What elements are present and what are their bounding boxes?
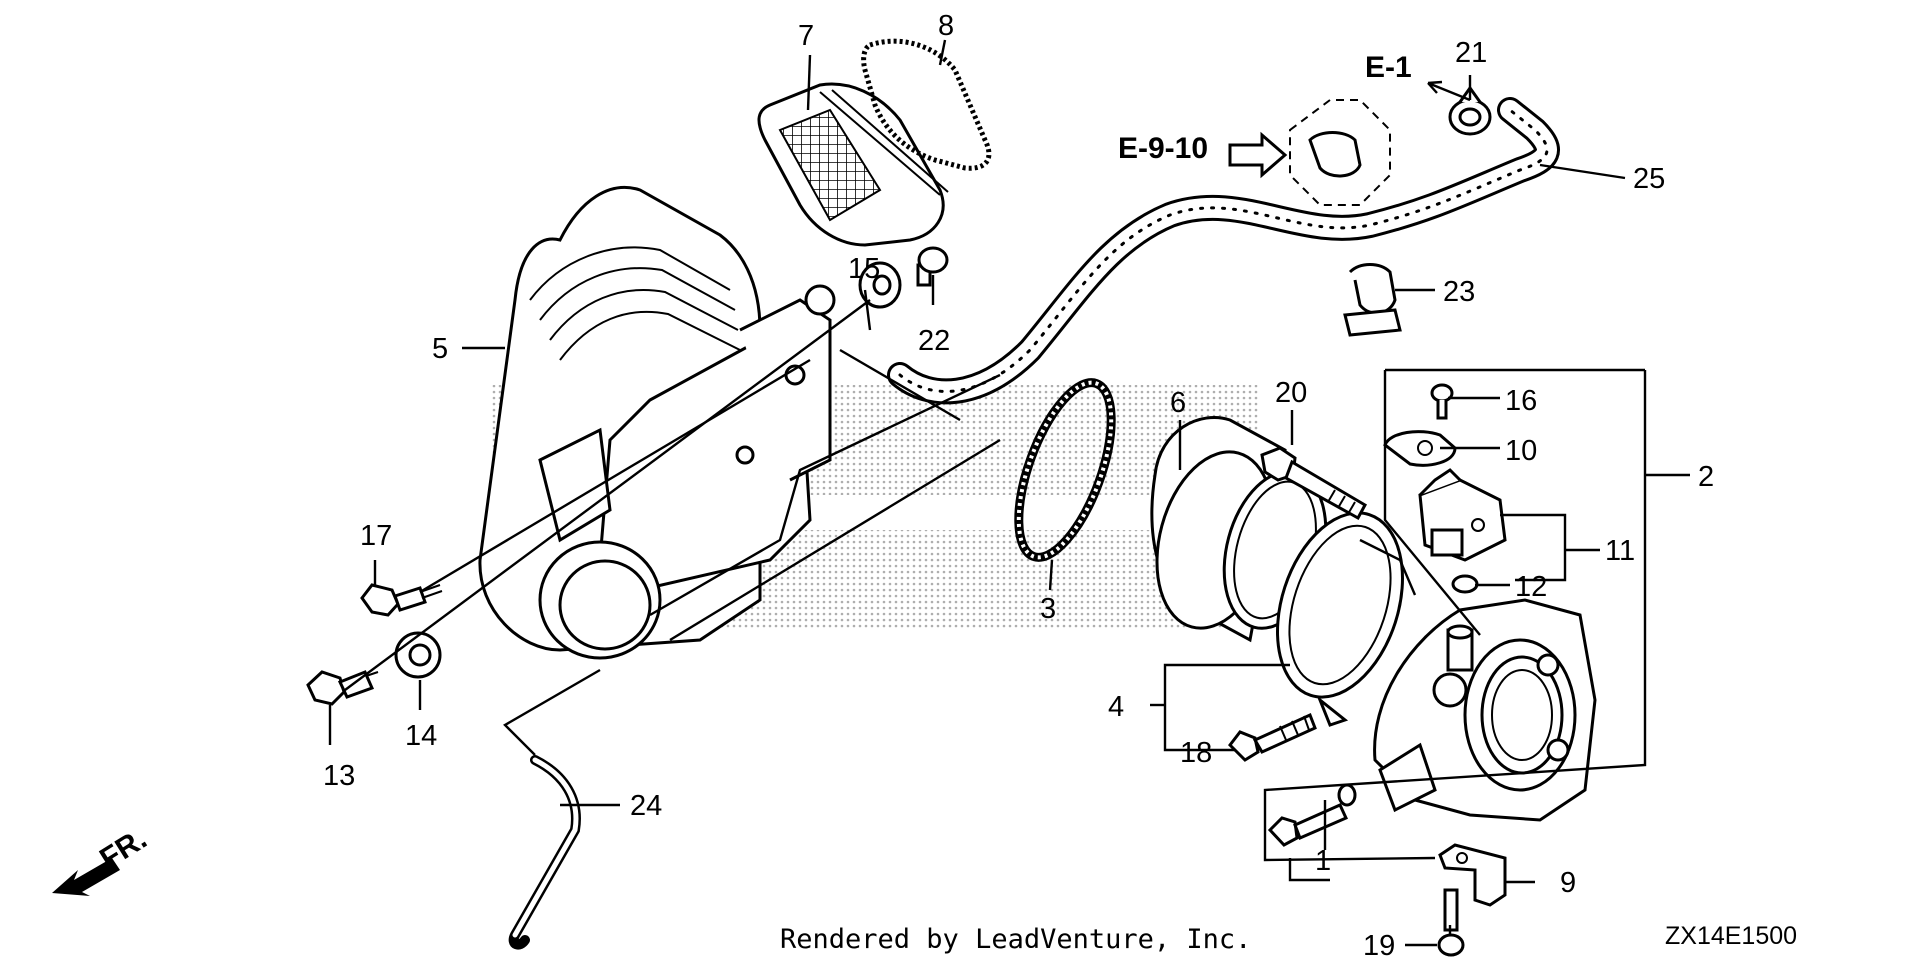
element-seal	[861, 38, 992, 171]
callout-11: 11	[1605, 535, 1635, 567]
bolt-19	[1437, 888, 1465, 957]
callout-labels: 1 2 3 4 5 6 7 8 9 10 11 12 13 14 15 16 1…	[323, 10, 1714, 959]
callout-4: 4	[1108, 691, 1124, 723]
map-sensor	[1418, 468, 1507, 562]
reference-e1: E-1	[1365, 51, 1412, 84]
screw-18	[1228, 712, 1317, 762]
grommet-15	[858, 261, 902, 309]
bracket-9	[1438, 843, 1507, 907]
bolt-17	[360, 583, 443, 617]
callout-24: 24	[630, 790, 662, 822]
reference-e9-10: E-9-10	[1118, 132, 1208, 165]
callout-13: 13	[323, 760, 355, 792]
callout-8: 8	[938, 10, 954, 42]
breather-hose	[887, 97, 1560, 405]
callout-3: 3	[1040, 593, 1056, 625]
front-arrow: FR.	[52, 822, 153, 896]
throttle-body	[1373, 598, 1597, 822]
callout-2: 2	[1698, 461, 1714, 493]
callout-9: 9	[1560, 867, 1576, 899]
bolt-20	[1260, 446, 1368, 521]
hose-clamp	[1343, 263, 1402, 337]
screw-16	[1430, 383, 1454, 420]
grommet-14	[394, 631, 442, 679]
callout-1: 1	[1315, 845, 1331, 877]
plate-10	[1383, 430, 1457, 467]
callout-23: 23	[1443, 276, 1475, 308]
callout-10: 10	[1505, 435, 1537, 467]
joint-band	[1276, 511, 1404, 727]
callout-20: 20	[1275, 377, 1307, 409]
air-cleaner-element	[757, 82, 949, 247]
leader-lines	[328, 39, 1690, 947]
sensor-o-ring	[1451, 574, 1479, 594]
callout-15: 15	[848, 253, 880, 285]
e1-arrow	[1427, 80, 1471, 102]
callout-22: 22	[918, 325, 950, 357]
air-cleaner-case	[478, 185, 836, 660]
drain-tube	[508, 755, 581, 950]
callout-6: 6	[1170, 387, 1186, 419]
callout-7: 7	[798, 20, 814, 52]
callout-16: 16	[1505, 385, 1537, 417]
screw-1	[1267, 783, 1357, 847]
o-ring	[1014, 378, 1116, 562]
callout-19: 19	[1363, 930, 1395, 959]
callout-18: 18	[1180, 737, 1212, 769]
callout-12: 12	[1515, 571, 1547, 603]
callout-21: 21	[1455, 37, 1487, 69]
callout-17: 17	[360, 520, 392, 552]
bolt-13	[306, 670, 379, 706]
callout-5: 5	[432, 333, 448, 365]
credit-text: Rendered by LeadVenture, Inc.	[780, 924, 1251, 955]
clip-reference-box	[1228, 99, 1391, 206]
callout-25: 25	[1633, 163, 1665, 195]
hose-clip	[1448, 85, 1492, 136]
diagram-code: ZX14E1500	[1665, 922, 1797, 950]
callout-14: 14	[405, 720, 437, 752]
collar-22	[916, 246, 949, 287]
